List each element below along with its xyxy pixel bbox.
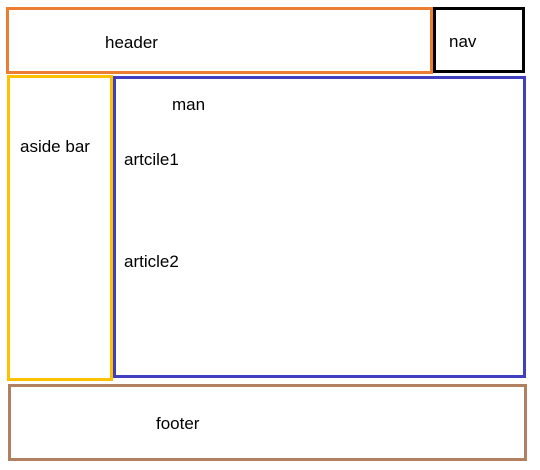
- footer-label: footer: [156, 414, 200, 433]
- header-label: header: [105, 33, 158, 52]
- aside-box: [7, 75, 113, 381]
- header-box: [6, 7, 433, 74]
- footer-box: [8, 384, 527, 461]
- main-label: man: [172, 95, 206, 114]
- main-box: [113, 76, 526, 378]
- article2-label: article2: [124, 252, 179, 271]
- aside-label: aside bar: [20, 137, 90, 156]
- nav-label: nav: [449, 32, 477, 51]
- article1-label: artcile1: [124, 150, 179, 169]
- nav-box: [433, 7, 525, 73]
